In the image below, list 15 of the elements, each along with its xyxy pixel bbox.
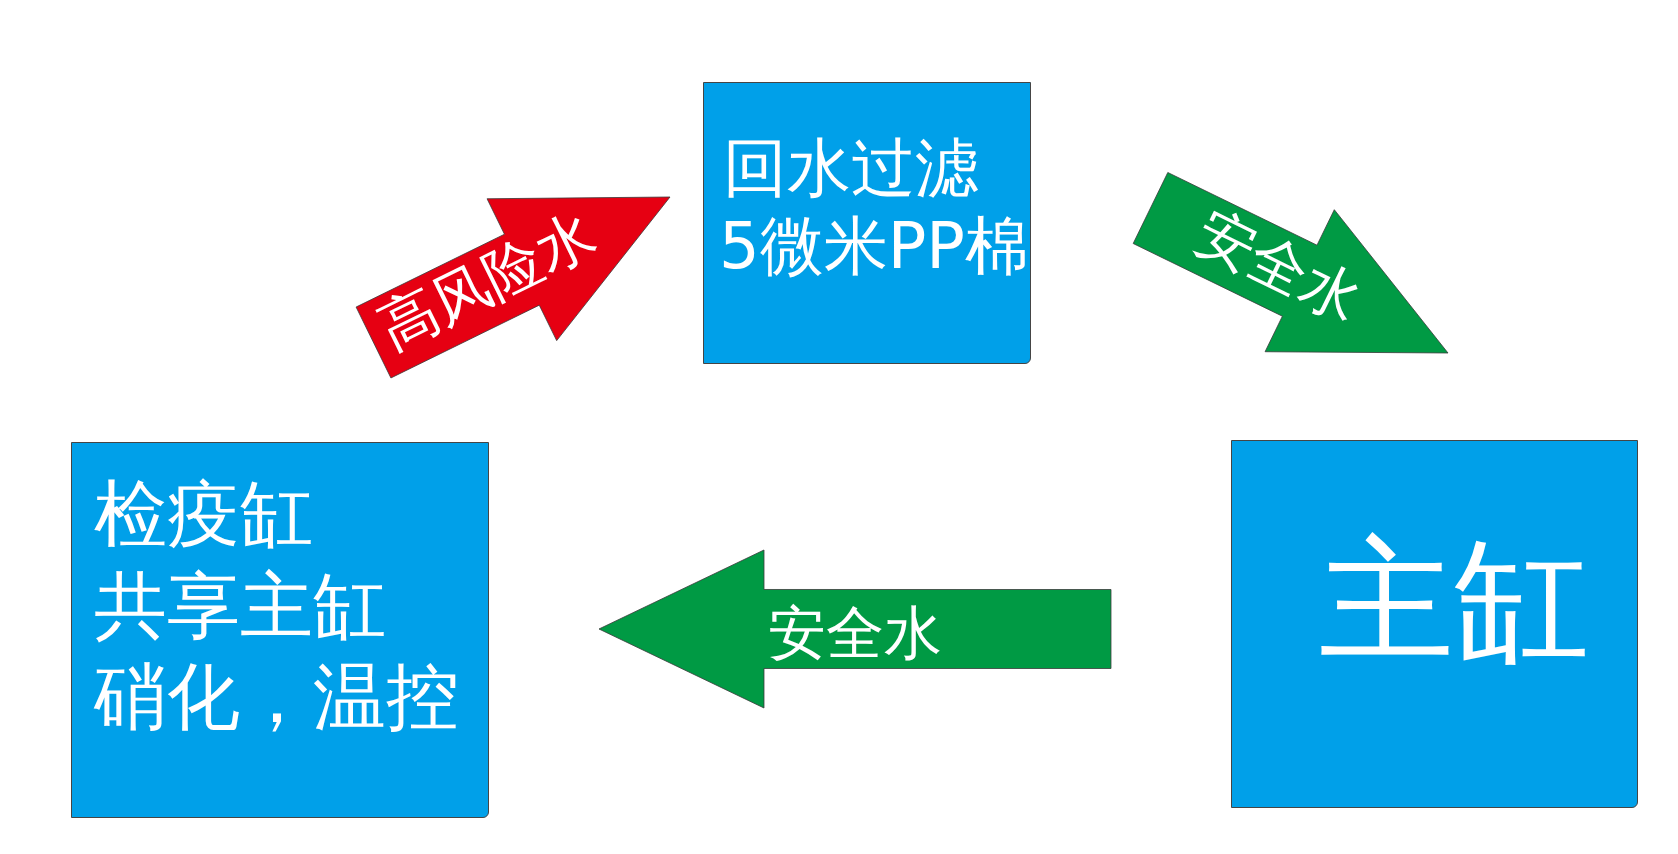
edge-label: 安全水 (768, 604, 942, 662)
node-text: 回水过滤 (723, 136, 979, 200)
flow-arrow (1132, 172, 1449, 354)
flow-arrow (355, 196, 671, 379)
node-text: 检疫缸 (94, 477, 313, 550)
node-text: 共享主缸 (94, 569, 386, 642)
edge-label: 安全水 (1187, 201, 1370, 331)
process-box (1231, 440, 1638, 808)
process-box (71, 442, 489, 818)
flow-arrow (598, 549, 1112, 709)
node-text: 硝化，温控 (94, 660, 459, 733)
process-box (703, 82, 1031, 364)
edge-label: 高风险水 (370, 204, 604, 359)
node-text: 主缸 (1319, 533, 1589, 668)
node-text: 5微米PP棉 (719, 214, 1029, 278)
